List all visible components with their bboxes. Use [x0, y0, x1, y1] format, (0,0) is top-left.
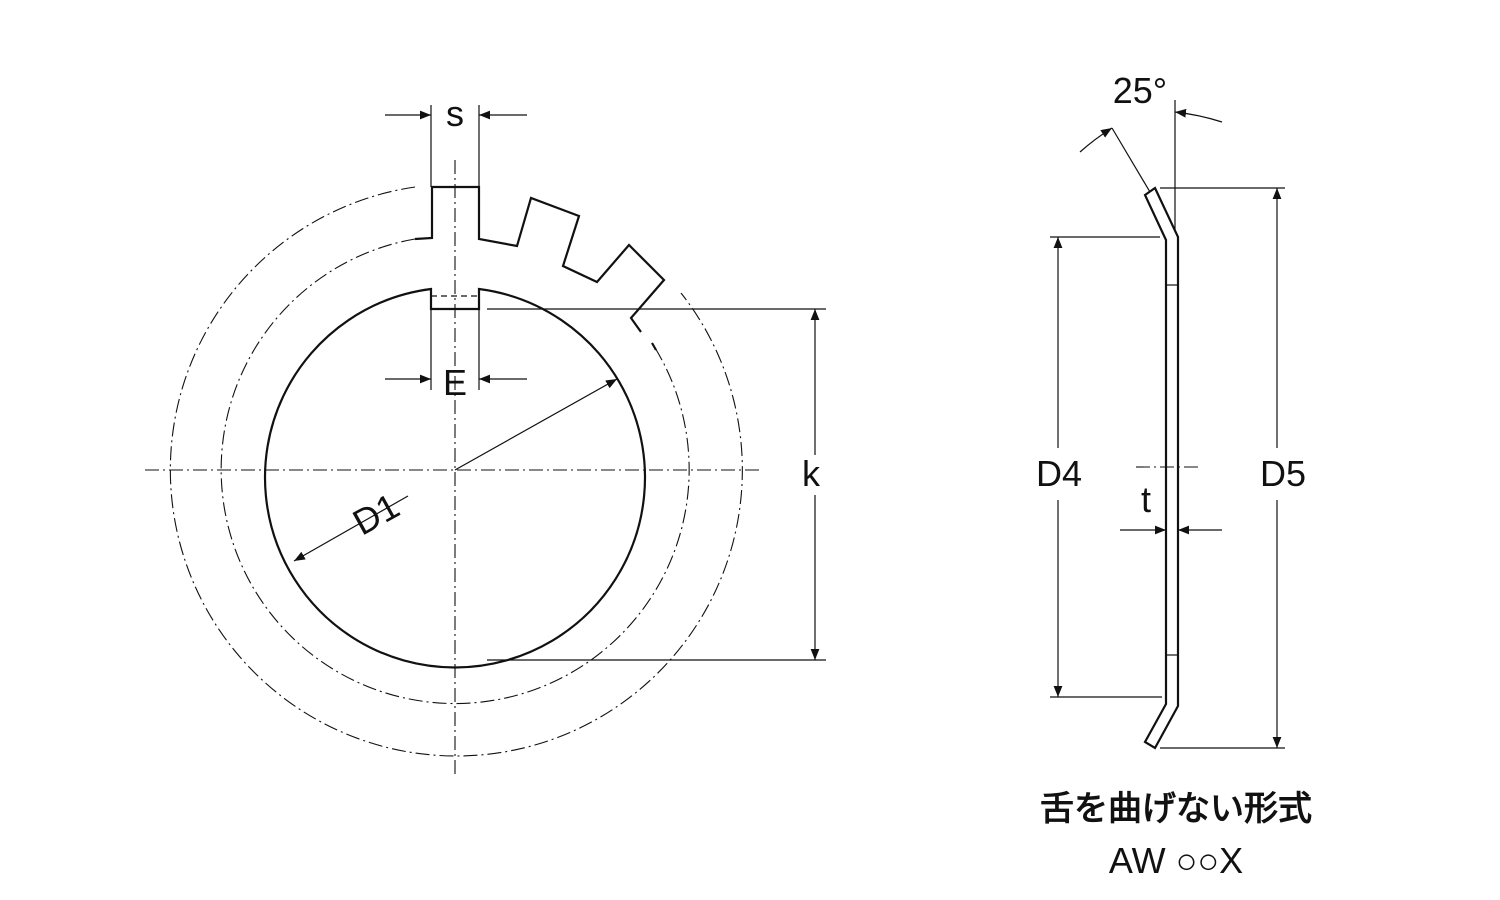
caption-code: AW ○○X [1109, 840, 1243, 881]
outer-edge-arc [651, 342, 657, 351]
tooth-profile [414, 185, 666, 333]
angle-slant-ref [1111, 127, 1151, 193]
section-profile [1143, 186, 1180, 750]
front-view: s E D1 k [145, 93, 826, 778]
angle-label: 25° [1113, 70, 1167, 111]
s-label: s [446, 93, 464, 134]
k-label: k [802, 453, 821, 494]
d1-arrow-upper [454, 378, 618, 471]
angle-arc-left [1079, 127, 1113, 153]
e-label: E [443, 362, 467, 403]
d5-label: D5 [1260, 453, 1306, 494]
outer-pitch-circle [169, 186, 743, 757]
d1-label: D1 [346, 485, 406, 543]
d1-arrow-lower [293, 495, 409, 562]
angle-arc-right [1174, 108, 1223, 123]
t-label: t [1141, 479, 1151, 520]
caption-title: 舌を曲げない形式 [1040, 789, 1312, 829]
d4-label: D4 [1036, 453, 1082, 494]
bore-with-tab [263, 287, 647, 669]
side-view: 25° D4 D5 t 舌を曲げない形式 AW ○○X [1036, 70, 1312, 881]
